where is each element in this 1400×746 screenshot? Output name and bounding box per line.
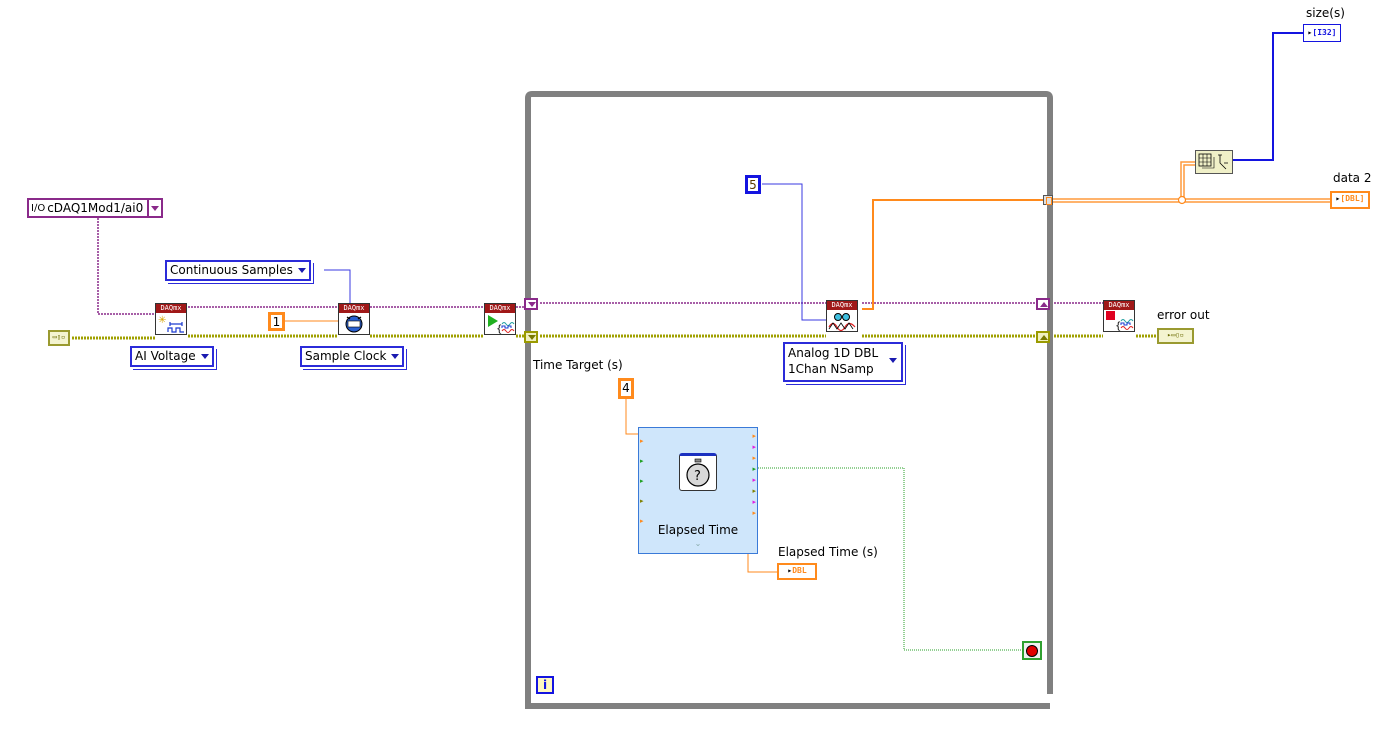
elapsed-time-wire[interactable] [747,554,778,573]
chevron-down-icon [297,268,306,273]
indicator-arrow-icon: ▸ [787,566,793,575]
sample-mode-wire[interactable] [324,269,351,303]
elapsed-time-title: Elapsed Time [657,523,739,537]
create-channel-icon: ✳ [158,315,184,333]
chevron-down-icon [889,358,897,363]
physical-channel-constant[interactable]: I∕O cDAQ1Mod1/ai0 [27,198,164,218]
svg-text:?: ? [694,469,701,484]
daqmx-read-node[interactable]: DAQmx [826,300,858,332]
data-label: data 2 [1333,171,1372,185]
tunnel-down-icon [528,335,536,340]
io-channel-icon: I∕O [31,202,46,214]
elapsed-time-express-vi[interactable]: ▸▸▸▸▸ ▸▸▸▸▸▸▸▸ ? Elapsed Time ⌄ [638,427,758,554]
sizes-indicator[interactable]: ▸[I32] [1303,24,1341,42]
time-target-wire[interactable] [625,398,640,435]
stopwatch-icon: ? [679,453,717,491]
time-elapsed-wire[interactable] [758,467,1022,651]
svg-text:✳: ✳ [158,315,166,326]
data-branch-wire[interactable] [1180,161,1195,200]
sample-mode-label: Continuous Samples [170,263,293,277]
loop-condition-terminal[interactable] [1022,641,1042,660]
samples-wire[interactable] [762,183,826,321]
error-in-constant[interactable]: ▭▯▫ [48,330,70,346]
stop-if-true-icon [1026,645,1038,657]
svg-text:{: { [496,324,502,334]
error-cluster-icon: ▭▯▫ [52,333,66,341]
expand-chevron-icon[interactable]: ⌄ [694,539,702,548]
sample-mode-constant[interactable]: Continuous Samples [165,260,311,281]
read-type-line1: Analog 1D DBL [788,346,879,360]
time-target-constant[interactable]: 4 [618,378,634,399]
rate-constant[interactable]: 1 [268,312,285,331]
time-target-label: Time Target (s) [533,358,623,372]
chevron-down-icon [151,205,160,211]
indicator-arrow-icon: ▸ [1335,194,1341,203]
timing-type-label: Sample Clock [305,349,387,363]
error-tunnel-in[interactable] [524,331,538,343]
elapsed-time-s-label: Elapsed Time (s) [778,545,878,559]
daqmx-header: DAQmx [1104,301,1134,310]
input-terminals: ▸▸▸▸▸ [640,437,644,525]
data-indexing-tunnel[interactable] [1043,195,1053,205]
error-out-indicator[interactable]: ▸▭▯▫ [1157,328,1194,344]
samples-per-channel-constant[interactable]: 5 [745,175,761,194]
tunnel-down-icon [528,302,536,307]
array-bracket-icon [1046,197,1052,205]
timing-type-selector[interactable]: Sample Clock [300,346,405,367]
sizes-label: size(s) [1306,6,1345,20]
stop-task-icon: { [1106,311,1134,332]
read-type-line2: 1Chan NSamp [788,362,874,376]
daqmx-start-task-node[interactable]: DAQmx { [484,303,516,335]
elapsed-time-type: DBL [792,566,807,575]
svg-text:{: { [1115,321,1121,331]
physical-channel-value: cDAQ1Mod1/ai0 [47,201,144,215]
tunnel-up-icon [1040,302,1048,307]
daqmx-header: DAQmx [485,304,515,313]
daqmx-create-channel-node[interactable]: DAQmx ✳ [155,303,187,335]
read-icon [828,313,856,332]
task-tunnel-out[interactable] [1036,298,1050,310]
error-cluster-icon: ▸▭▯▫ [1167,331,1184,339]
error-wire[interactable] [72,334,1157,340]
read-type-selector[interactable]: Analog 1D DBL 1Chan NSamp [783,342,903,382]
daqmx-header: DAQmx [156,304,186,313]
daqmx-header: DAQmx [339,304,369,313]
data-array-wire[interactable] [1053,198,1330,203]
measurement-type-selector[interactable]: AI Voltage [130,346,214,367]
error-tunnel-out[interactable] [1036,331,1050,343]
chevron-down-icon [200,354,209,359]
wire-junction [1177,195,1187,205]
channel-dropdown-button[interactable] [147,200,161,216]
start-task-icon: { [488,315,515,335]
chevron-down-icon [391,354,400,359]
data-type: DBL [1345,194,1360,203]
sizes-type: I32 [1317,28,1332,37]
elapsed-time-indicator[interactable]: ▸DBL [777,563,817,580]
array-size-icon [1198,153,1228,170]
daqmx-timing-node[interactable]: DAQmx [338,303,370,335]
data-wire[interactable] [862,199,1044,310]
iteration-terminal: i [536,676,554,694]
daqmx-clear-task-node[interactable]: DAQmx { [1103,300,1135,332]
tunnel-up-icon [1040,335,1048,340]
measurement-type-label: AI Voltage [135,349,196,363]
indicator-arrow-icon: ▸ [1307,28,1313,37]
task-tunnel-in[interactable] [524,298,538,310]
array-size-node[interactable] [1195,150,1233,174]
daqmx-header: DAQmx [827,301,857,310]
error-out-label: error out [1157,308,1210,322]
sizes-wire[interactable] [1233,32,1304,161]
while-loop-border[interactable] [525,91,1053,706]
data-indicator[interactable]: ▸[DBL] [1330,191,1370,209]
task-wire[interactable] [97,218,1103,315]
sample-clock-icon [345,315,363,333]
output-terminals: ▸▸▸▸▸▸▸▸ [752,432,756,517]
